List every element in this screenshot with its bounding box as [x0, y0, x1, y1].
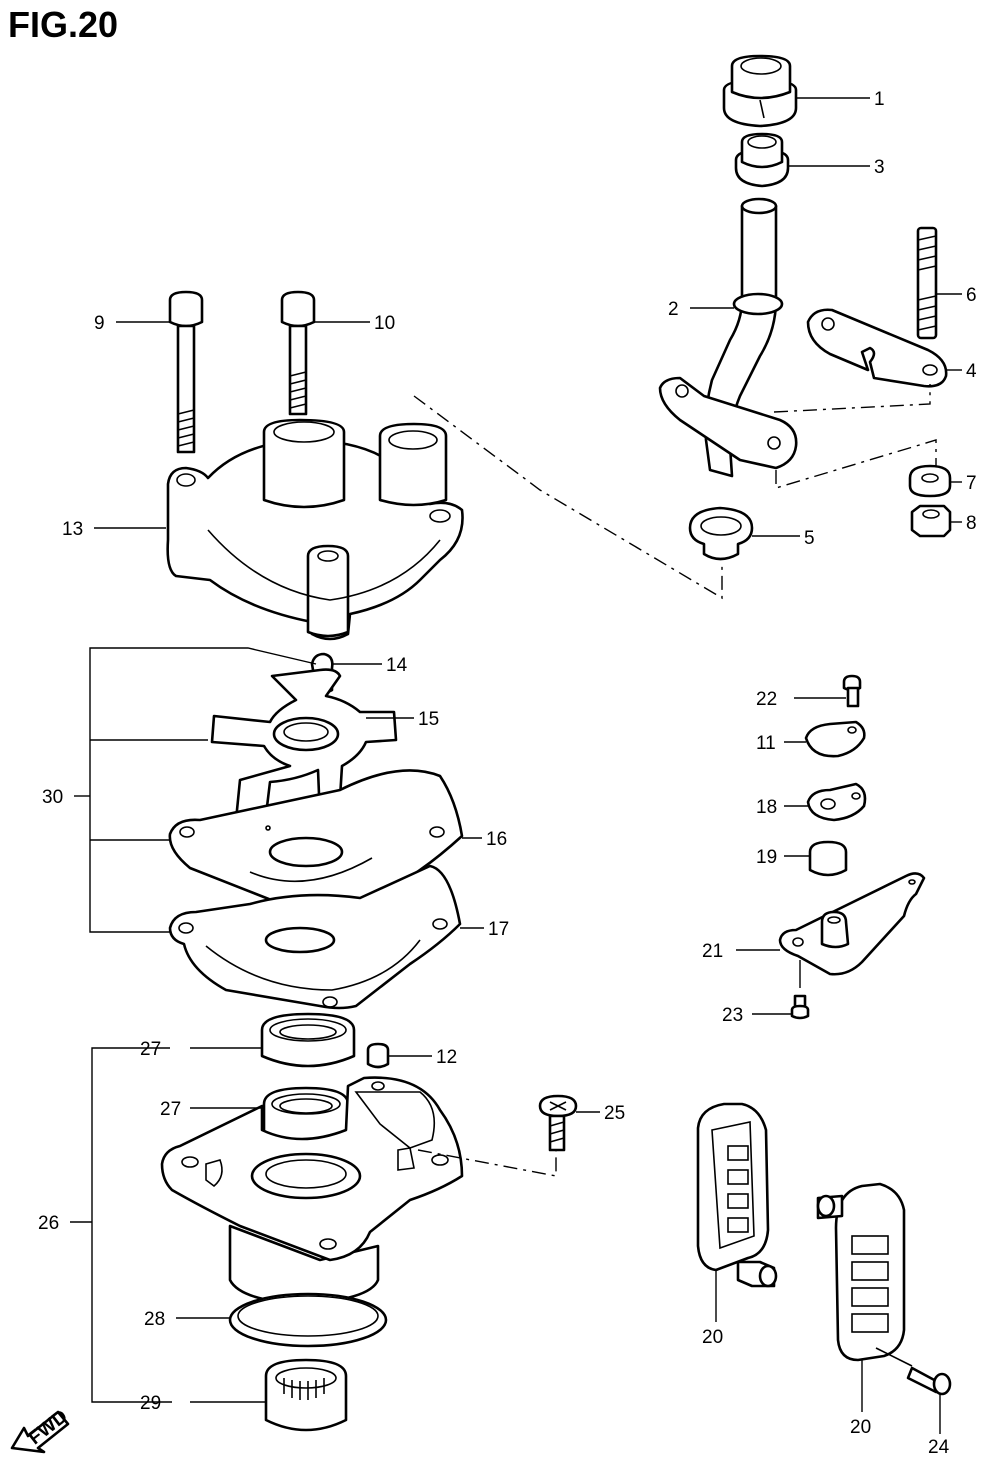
part-22-screw: [842, 674, 862, 708]
callout-18: 18: [756, 797, 777, 818]
part-27-seal-upper: [260, 1012, 356, 1068]
part-30-bracket: [74, 647, 317, 933]
callout-19: 19: [756, 847, 777, 868]
part-5-grommet: [688, 506, 754, 561]
callout-6: 6: [966, 285, 977, 306]
fwd-label: FWD: [25, 1406, 72, 1449]
callout-30: 30: [42, 787, 63, 808]
part-24-screw: [875, 1347, 952, 1396]
callout-9: 9: [94, 313, 105, 334]
part-10-bolt: [280, 290, 316, 416]
figure-title: FIG.20: [8, 4, 119, 45]
part-8-nut: [910, 504, 952, 538]
part-26-bracket: [70, 1047, 266, 1403]
callout-20-left: 20: [702, 1327, 723, 1348]
callout-28: 28: [144, 1309, 165, 1330]
part-12-dowel-pin: [366, 1042, 390, 1069]
callout-22: 22: [756, 689, 777, 710]
callout-24: 24: [928, 1437, 950, 1458]
callout-13: 13: [62, 519, 83, 540]
callout-20-right: 20: [850, 1417, 871, 1438]
callout-29: 29: [140, 1393, 161, 1414]
callout-14: 14: [386, 655, 408, 676]
part-28-o-ring: [228, 1292, 388, 1348]
part-25-screw: [538, 1094, 578, 1152]
callout-17: 17: [488, 919, 509, 940]
callout-15: 15: [418, 709, 439, 730]
callout-4: 4: [966, 361, 977, 382]
part-11-cover: [804, 720, 866, 758]
part-21-bracket-plate: [778, 872, 926, 988]
callout-3: 3: [874, 157, 885, 178]
callout-27-lower: 27: [160, 1099, 181, 1120]
part-3-bushing: [734, 132, 790, 188]
part-19-grommet: [808, 840, 848, 877]
part-26-housing: [160, 1076, 464, 1306]
part-15-impeller: [210, 668, 398, 850]
callout-12: 12: [436, 1047, 457, 1068]
callout-25: 25: [604, 1103, 625, 1124]
callout-23: 23: [722, 1005, 743, 1026]
part-18-plate: [806, 782, 867, 822]
part-17-gasket: [168, 864, 462, 1010]
part-13-pump-case: [166, 418, 464, 641]
fwd-arrow-icon: FWD: [10, 1406, 72, 1454]
callout-8: 8: [966, 513, 977, 534]
callout-10: 10: [374, 313, 395, 334]
callout-27-upper: 27: [140, 1039, 161, 1060]
part-2-water-tube: [658, 197, 798, 478]
part-29-bearing: [264, 1358, 348, 1432]
callout-2: 2: [668, 299, 679, 320]
part-6-stud: [916, 226, 938, 340]
part-20-grille-right: [816, 1182, 906, 1362]
part-4-plate: [806, 308, 948, 388]
callout-26: 26: [38, 1213, 59, 1234]
part-20-grille-left: [696, 1102, 778, 1288]
callout-16: 16: [486, 829, 507, 850]
callout-21: 21: [702, 941, 723, 962]
callout-11: 11: [756, 733, 776, 754]
callout-5: 5: [804, 528, 815, 549]
part-9-bolt: [168, 290, 204, 454]
callout-7: 7: [966, 473, 977, 494]
part-7-washer: [908, 464, 952, 498]
part-23-screw: [790, 994, 810, 1020]
callout-1: 1: [874, 89, 885, 110]
part-1-cap: [722, 54, 798, 128]
